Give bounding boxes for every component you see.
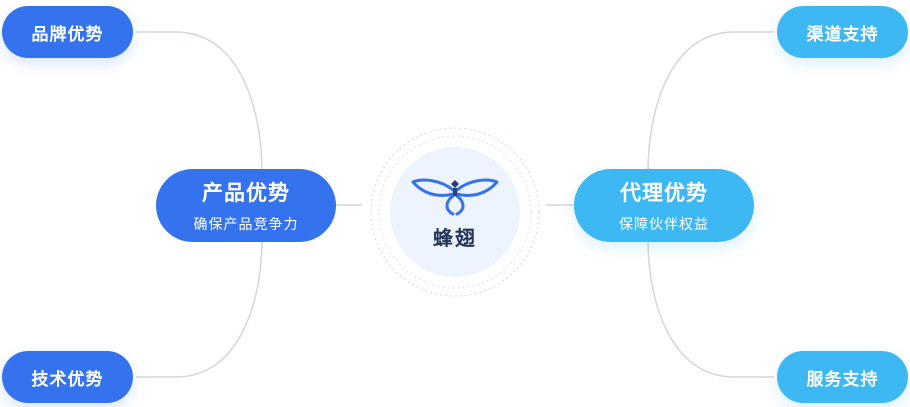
center-inner-ring: [378, 135, 532, 289]
node-product-subtitle: 确保产品竞争力: [193, 217, 299, 233]
link-channel: [647, 31, 774, 173]
node-product-title: 产品优势: [202, 181, 290, 205]
center-brand-name: 蜂翅: [433, 225, 477, 250]
leaf-brand-advantage: 品牌优势: [2, 6, 133, 58]
link-tech: [136, 239, 263, 378]
node-agency-advantage: 代理优势 保障伙伴权益: [574, 169, 754, 242]
link-service: [647, 239, 774, 378]
leaf-channel-support: 渠道支持: [777, 6, 908, 58]
center-logo: 蜂翅: [390, 147, 520, 277]
node-product-advantage: 产品优势 确保产品竞争力: [156, 169, 336, 242]
center-outer-ring: [370, 127, 540, 297]
link-brand: [136, 31, 263, 173]
node-agency-title: 代理优势: [620, 181, 708, 205]
node-agency-subtitle: 保障伙伴权益: [619, 217, 709, 233]
leaf-service-support: 服务支持: [777, 351, 908, 403]
leaf-tech-advantage: 技术优势: [2, 351, 133, 403]
bee-wings-logo-icon: [411, 178, 499, 215]
